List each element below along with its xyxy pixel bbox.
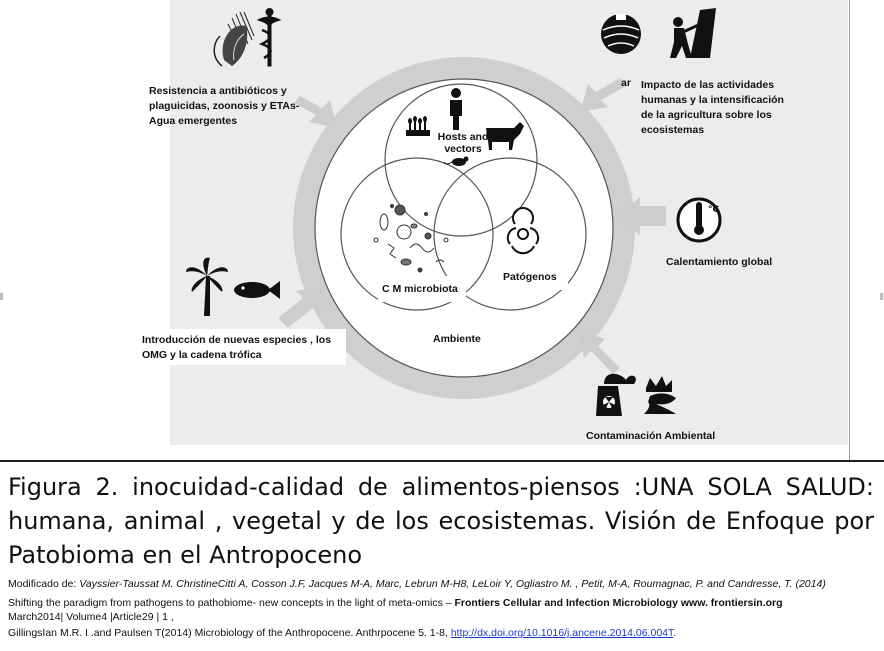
label-introduction-box [136, 329, 346, 365]
reference-line-1: Modificado de: Vayssier-Taussat M. Chris… [8, 578, 826, 590]
cow-icon [486, 122, 524, 150]
reference-line-3: March2014| Volume4 |Article29 | 1 , [8, 611, 174, 623]
fish-icon [234, 281, 280, 299]
label-impact: Impacto de las actividades humanas y la … [641, 79, 784, 136]
microbes-icon [373, 204, 449, 273]
label-microbiota-box [378, 276, 466, 302]
label-pathogens: Patógenos [503, 271, 557, 283]
reference-line-4: GillingsIan M.R. I .and Paulsen T(2014) … [8, 627, 677, 639]
pathogens-circle [433, 157, 587, 311]
oil-spill-icon [644, 376, 676, 414]
arrow-top-right [580, 78, 626, 112]
svg-text:°C: °C [708, 205, 720, 215]
doi-link[interactable]: http://dx.doi.org/10.1016/j.ancene.2014.… [450, 627, 674, 639]
label-impact-prefix: ar [621, 77, 631, 89]
reference-line-2: Shifting the paradigm from pathogens to … [8, 597, 783, 609]
rodent-icon [443, 156, 469, 166]
arrows [278, 78, 666, 374]
edge-handle-right [880, 293, 883, 300]
caduceus-icon [256, 8, 282, 67]
environment-ring-outline [314, 78, 614, 378]
label-environment: Ambiente [433, 333, 481, 345]
tractor-field-icon [601, 14, 641, 54]
label-pathogens-box [494, 264, 568, 290]
hosts-circle [384, 83, 538, 237]
arrow-top-left [294, 96, 337, 128]
one-health-diagram: °C [186, 8, 722, 416]
corn-icon [213, 25, 248, 67]
frame-border [849, 0, 850, 460]
thermometer-icon: °C [676, 197, 722, 243]
arrow-right [617, 197, 666, 235]
label-warming: Calentamiento global [666, 256, 773, 268]
biohazard-icon [506, 207, 540, 255]
label-environment-box [424, 326, 508, 352]
label-contamination: Contaminación Ambiental [586, 430, 716, 442]
human-icon [450, 88, 462, 130]
figure-caption-title: Figura 2. inocuidad-calidad de alimentos… [8, 473, 874, 569]
palm-tree-icon [186, 257, 228, 316]
deforestation-icon [670, 8, 716, 58]
arrow-bottom-left [278, 285, 326, 328]
arrow-bottom-right [578, 330, 620, 374]
label-introduction: Introducción de nuevas especies , los OM… [142, 334, 332, 361]
label-microbiota: C M microbiota [382, 283, 458, 295]
factory-icon [596, 373, 636, 416]
label-resistance: Resistencia a antibióticos y plaguicidas… [149, 85, 300, 127]
caption-separator [0, 460, 884, 462]
microbiota-circle [340, 157, 494, 311]
label-hosts: Hosts and vectors [437, 131, 489, 155]
environment-ring [293, 57, 635, 399]
edge-handle-left [0, 293, 3, 300]
crops-icon [406, 116, 430, 136]
